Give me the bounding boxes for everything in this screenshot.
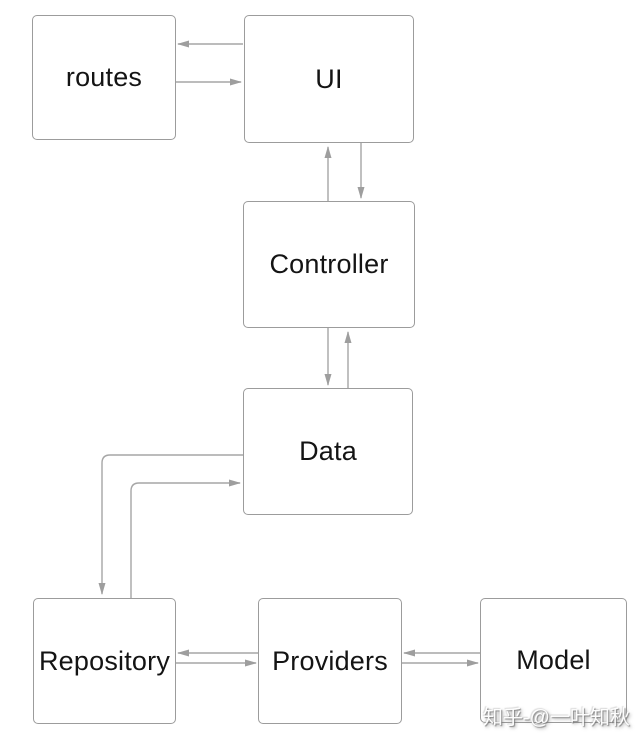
edge-repository-to-data xyxy=(130,479,241,598)
node-ui: UI xyxy=(244,15,414,143)
node-ui-label: UI xyxy=(315,63,343,94)
node-repository: Repository xyxy=(33,598,176,724)
node-model: Model xyxy=(480,598,627,723)
node-repository-label: Repository xyxy=(38,645,171,676)
node-routes: routes xyxy=(32,15,176,140)
node-controller-label: Controller xyxy=(269,249,389,279)
node-providers-label: Providers xyxy=(272,645,388,676)
node-providers: Providers xyxy=(258,598,402,724)
node-data-label: Data xyxy=(299,436,357,466)
edge-data-to-repository xyxy=(98,454,243,595)
node-model-label: Model xyxy=(516,645,591,675)
node-data: Data xyxy=(243,388,413,515)
node-controller: Controller xyxy=(243,201,415,328)
node-routes-label: routes xyxy=(65,62,143,92)
